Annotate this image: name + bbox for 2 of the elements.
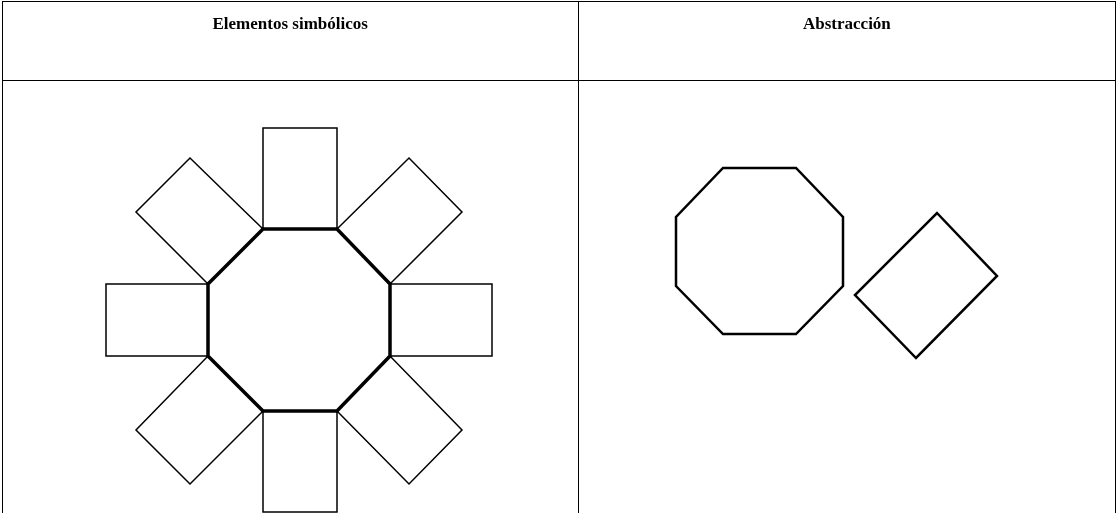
column-header: Elementos simbólicos bbox=[212, 14, 368, 34]
column-header: Abstracción bbox=[803, 14, 891, 34]
